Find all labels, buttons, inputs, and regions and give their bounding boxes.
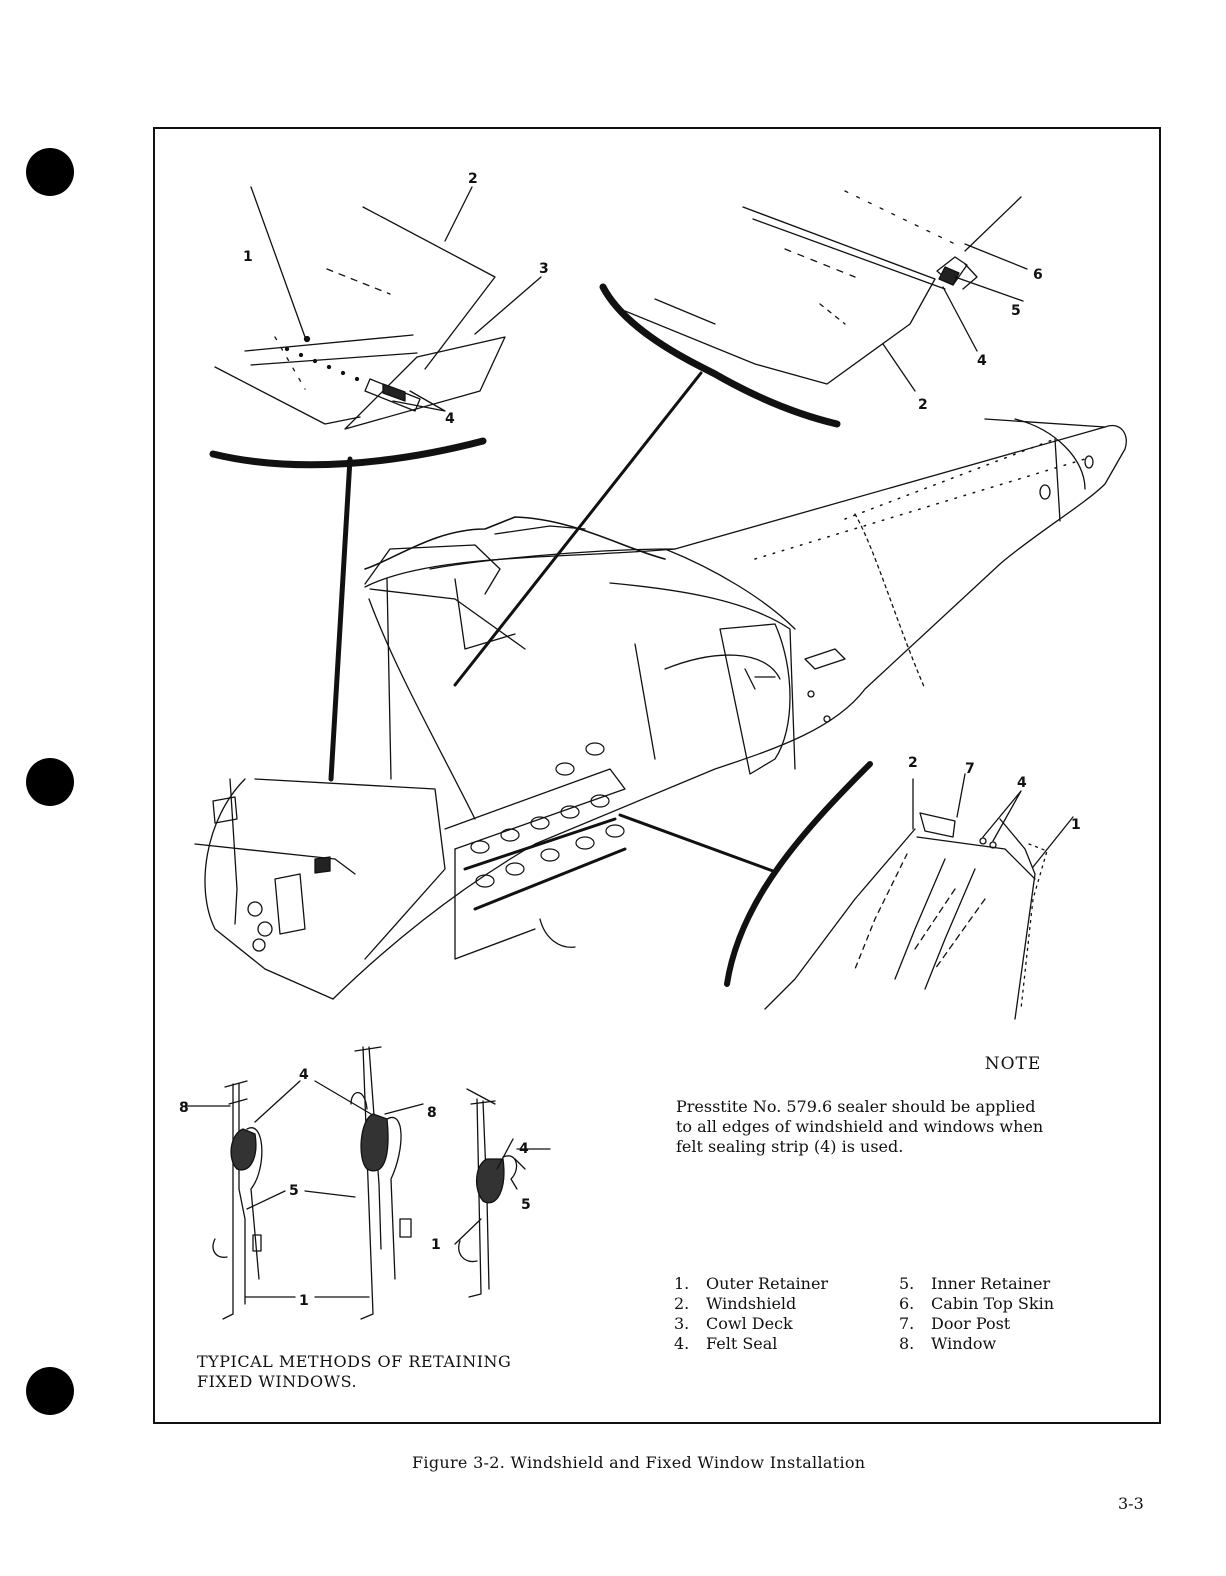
fuselage-cabin [194, 418, 1127, 1000]
callout-5: 5 [521, 1197, 531, 1213]
callout-8: 8 [179, 1100, 189, 1116]
detail-windshield-cowl [209, 186, 542, 469]
figure-caption: Figure 3-2. Windshield and Fixed Window … [412, 1453, 866, 1472]
callout-1: 1 [431, 1237, 441, 1253]
callout-2: 2 [918, 397, 928, 413]
note-body: Presstite No. 579.6 sealer should be app… [676, 1097, 1044, 1156]
callout-2: 2 [908, 755, 918, 771]
callout-1: 1 [243, 249, 253, 265]
callout-6: 6 [1033, 267, 1043, 283]
callout-4: 4 [1017, 775, 1027, 791]
legend-item: 7.Door Post [899, 1314, 1011, 1333]
callout-4: 4 [445, 411, 455, 427]
callout-4: 4 [519, 1141, 529, 1157]
binder-hole-bottom [26, 1367, 74, 1415]
callout-2: 2 [468, 171, 478, 187]
legend-item: 8.Window [899, 1334, 997, 1353]
legend-item: 4.Felt Seal [674, 1334, 778, 1353]
legend-item: 5.Inner Retainer [899, 1274, 1051, 1293]
page-number: 3-3 [1118, 1494, 1144, 1513]
callout-3: 3 [539, 261, 549, 277]
installation-illustration: 1 2 3 4 6 5 4 2 2 7 4 1 4 8 8 4 5 5 1 1 [179, 171, 1127, 1320]
retaining-methods-caption: TYPICAL METHODS OF RETAINING FIXED WINDO… [197, 1352, 512, 1391]
legend-item: 1.Outer Retainer [674, 1274, 829, 1293]
callout-7: 7 [965, 761, 975, 777]
legend-item: 6.Cabin Top Skin [899, 1294, 1054, 1313]
callout-1: 1 [1071, 817, 1081, 833]
legend-left: 1.Outer Retainer 2.Windshield 3.Cowl Dec… [674, 1274, 828, 1354]
note-title: NOTE [984, 1054, 1042, 1074]
callout-4: 4 [299, 1067, 309, 1083]
legend-item: 2.Windshield [674, 1294, 797, 1313]
legend-right: 5.Inner Retainer 6.Cabin Top Skin 7.Door… [899, 1274, 1054, 1354]
callout-4: 4 [977, 353, 987, 369]
detail-window [724, 761, 1074, 1020]
detail-windshield-top [599, 190, 1028, 428]
legend-item: 3.Cowl Deck [674, 1314, 793, 1333]
callout-1: 1 [299, 1293, 309, 1309]
binder-hole-middle [26, 758, 74, 806]
binder-hole-top [26, 148, 74, 196]
figure-frame: 1 2 3 4 6 5 4 2 2 7 4 1 4 8 8 4 5 5 1 1 … [153, 127, 1161, 1424]
callout-8: 8 [427, 1105, 437, 1121]
retainer-sections [184, 1046, 551, 1320]
callout-5: 5 [1011, 303, 1021, 319]
callout-5: 5 [289, 1183, 299, 1199]
